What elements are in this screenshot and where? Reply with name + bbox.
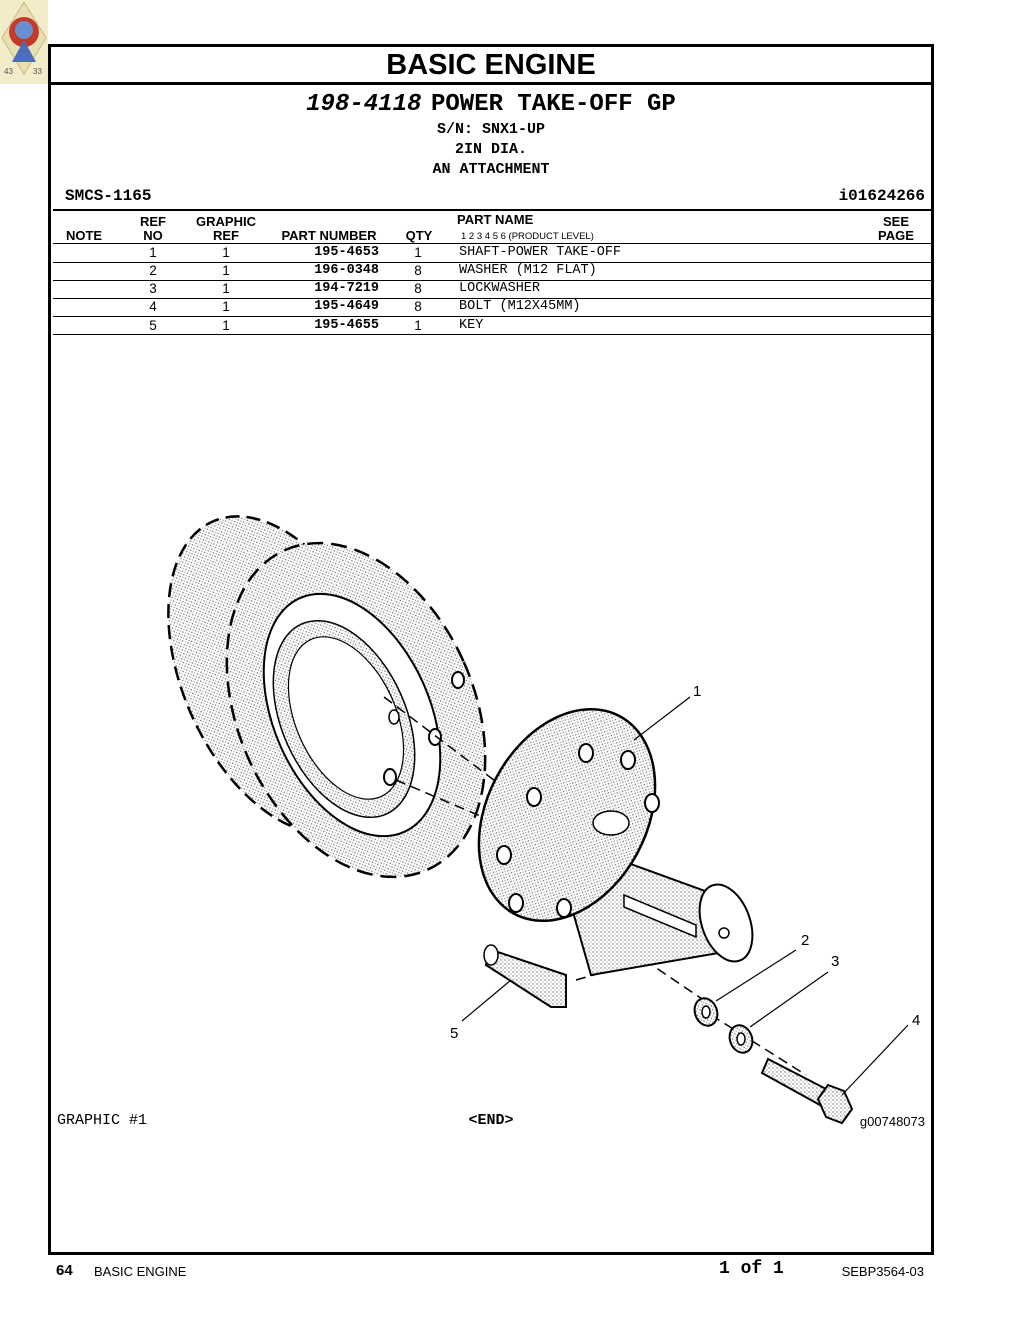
row-graphic-ref: 1 [222,263,230,278]
row-graphic-ref: 1 [222,245,230,260]
section-title-bar: BASIC ENGINE [51,47,931,85]
lockwasher-drawing [728,1024,754,1054]
header-note: NOTE [65,228,103,243]
row-rule [53,262,931,263]
footer-page-count: 1 of 1 [719,1259,784,1279]
row-rule [53,298,931,299]
pulley-drawing [167,515,487,879]
header-ref-bottom: NO [143,228,163,243]
row-part-name: LOCKWASHER [459,281,541,296]
leader-lines [461,696,909,1096]
group-name: POWER TAKE-OFF GP [430,91,676,118]
callout-2: 2 [801,932,809,949]
smcs-code: SMCS-1165 [65,187,152,205]
row-ref-no: 5 [149,318,157,333]
row-ref-no: 4 [149,299,157,314]
row-qty: 8 [414,299,422,314]
graphic-end-marker: <END> [468,1112,514,1129]
logo-number-right: 33 [33,67,42,76]
section-title: BASIC ENGINE [386,49,596,81]
group-number: 198-4118 [306,91,422,118]
graphic-id: g00748073 [859,1114,925,1129]
bolt-drawing [760,1057,854,1125]
header-qty: QTY [405,228,433,243]
header-graphic-top: GRAPHIC [196,214,256,229]
callout-4: 4 [912,1012,920,1029]
group-diameter: 2IN DIA. [454,141,527,158]
callout-1: 1 [693,683,701,700]
page-frame: BASIC ENGINE 198-4118 POWER TAKE-OFF GP … [48,44,934,1255]
row-part-name: SHAFT-POWER TAKE-OFF [459,245,622,260]
document-identifier: i01624266 [838,187,925,205]
header-part-number: PART NUMBER [281,228,377,243]
header-rule [53,243,931,244]
header-part-name: PART NAME [457,212,534,227]
footer-document-number: SEBP3564-03 [841,1264,924,1279]
logo-number-left: 43 [4,67,13,76]
table-bottom-rule [53,334,931,335]
row-part-number: 194-7219 [314,281,379,296]
header-see-top: SEE [882,214,909,229]
header-ref-top: REF [140,214,166,229]
row-graphic-ref: 1 [222,299,230,314]
company-logo: 43 33 [0,0,48,84]
footer-section: BASIC ENGINE [94,1264,187,1279]
header-product-level: 1 2 3 4 5 6 (PRODUCT LEVEL) [461,231,594,242]
row-rule [53,280,931,281]
shaft-drawing [477,707,754,977]
row-ref-no: 2 [149,263,157,278]
row-ref-no: 3 [149,281,157,296]
header-graphic-bottom: REF [213,228,239,243]
group-attachment: AN ATTACHMENT [432,161,550,178]
row-qty: 8 [414,263,422,278]
group-heading: 198-4118 POWER TAKE-OFF GP [51,91,931,118]
row-part-name: KEY [459,318,484,333]
callout-3: 3 [831,953,839,970]
header-see-bottom: PAGE [878,228,914,243]
callout-5: 5 [450,1025,458,1042]
row-part-number: 195-4653 [314,245,379,260]
key-drawing [483,944,567,1008]
row-qty: 1 [414,245,422,260]
row-graphic-ref: 1 [222,281,230,296]
graphic-label: GRAPHIC #1 [57,1112,148,1129]
group-serial: S/N: SNX1-UP [436,121,546,138]
exploded-view-illustration: 1 2 3 4 5 [167,515,920,1125]
row-ref-no: 1 [149,245,157,260]
row-rule [53,316,931,317]
row-part-number: 195-4655 [314,318,379,333]
row-part-number: 196-0348 [314,263,379,278]
washer-drawing [693,997,719,1027]
row-part-number: 195-4649 [314,299,379,314]
row-graphic-ref: 1 [222,318,230,333]
table-top-rule [53,209,931,211]
footer-page-number: 64 [56,1262,73,1279]
row-qty: 8 [414,281,422,296]
row-part-name: WASHER (M12 FLAT) [459,263,597,278]
row-qty: 1 [414,318,422,333]
row-part-name: BOLT (M12X45MM) [459,299,581,314]
